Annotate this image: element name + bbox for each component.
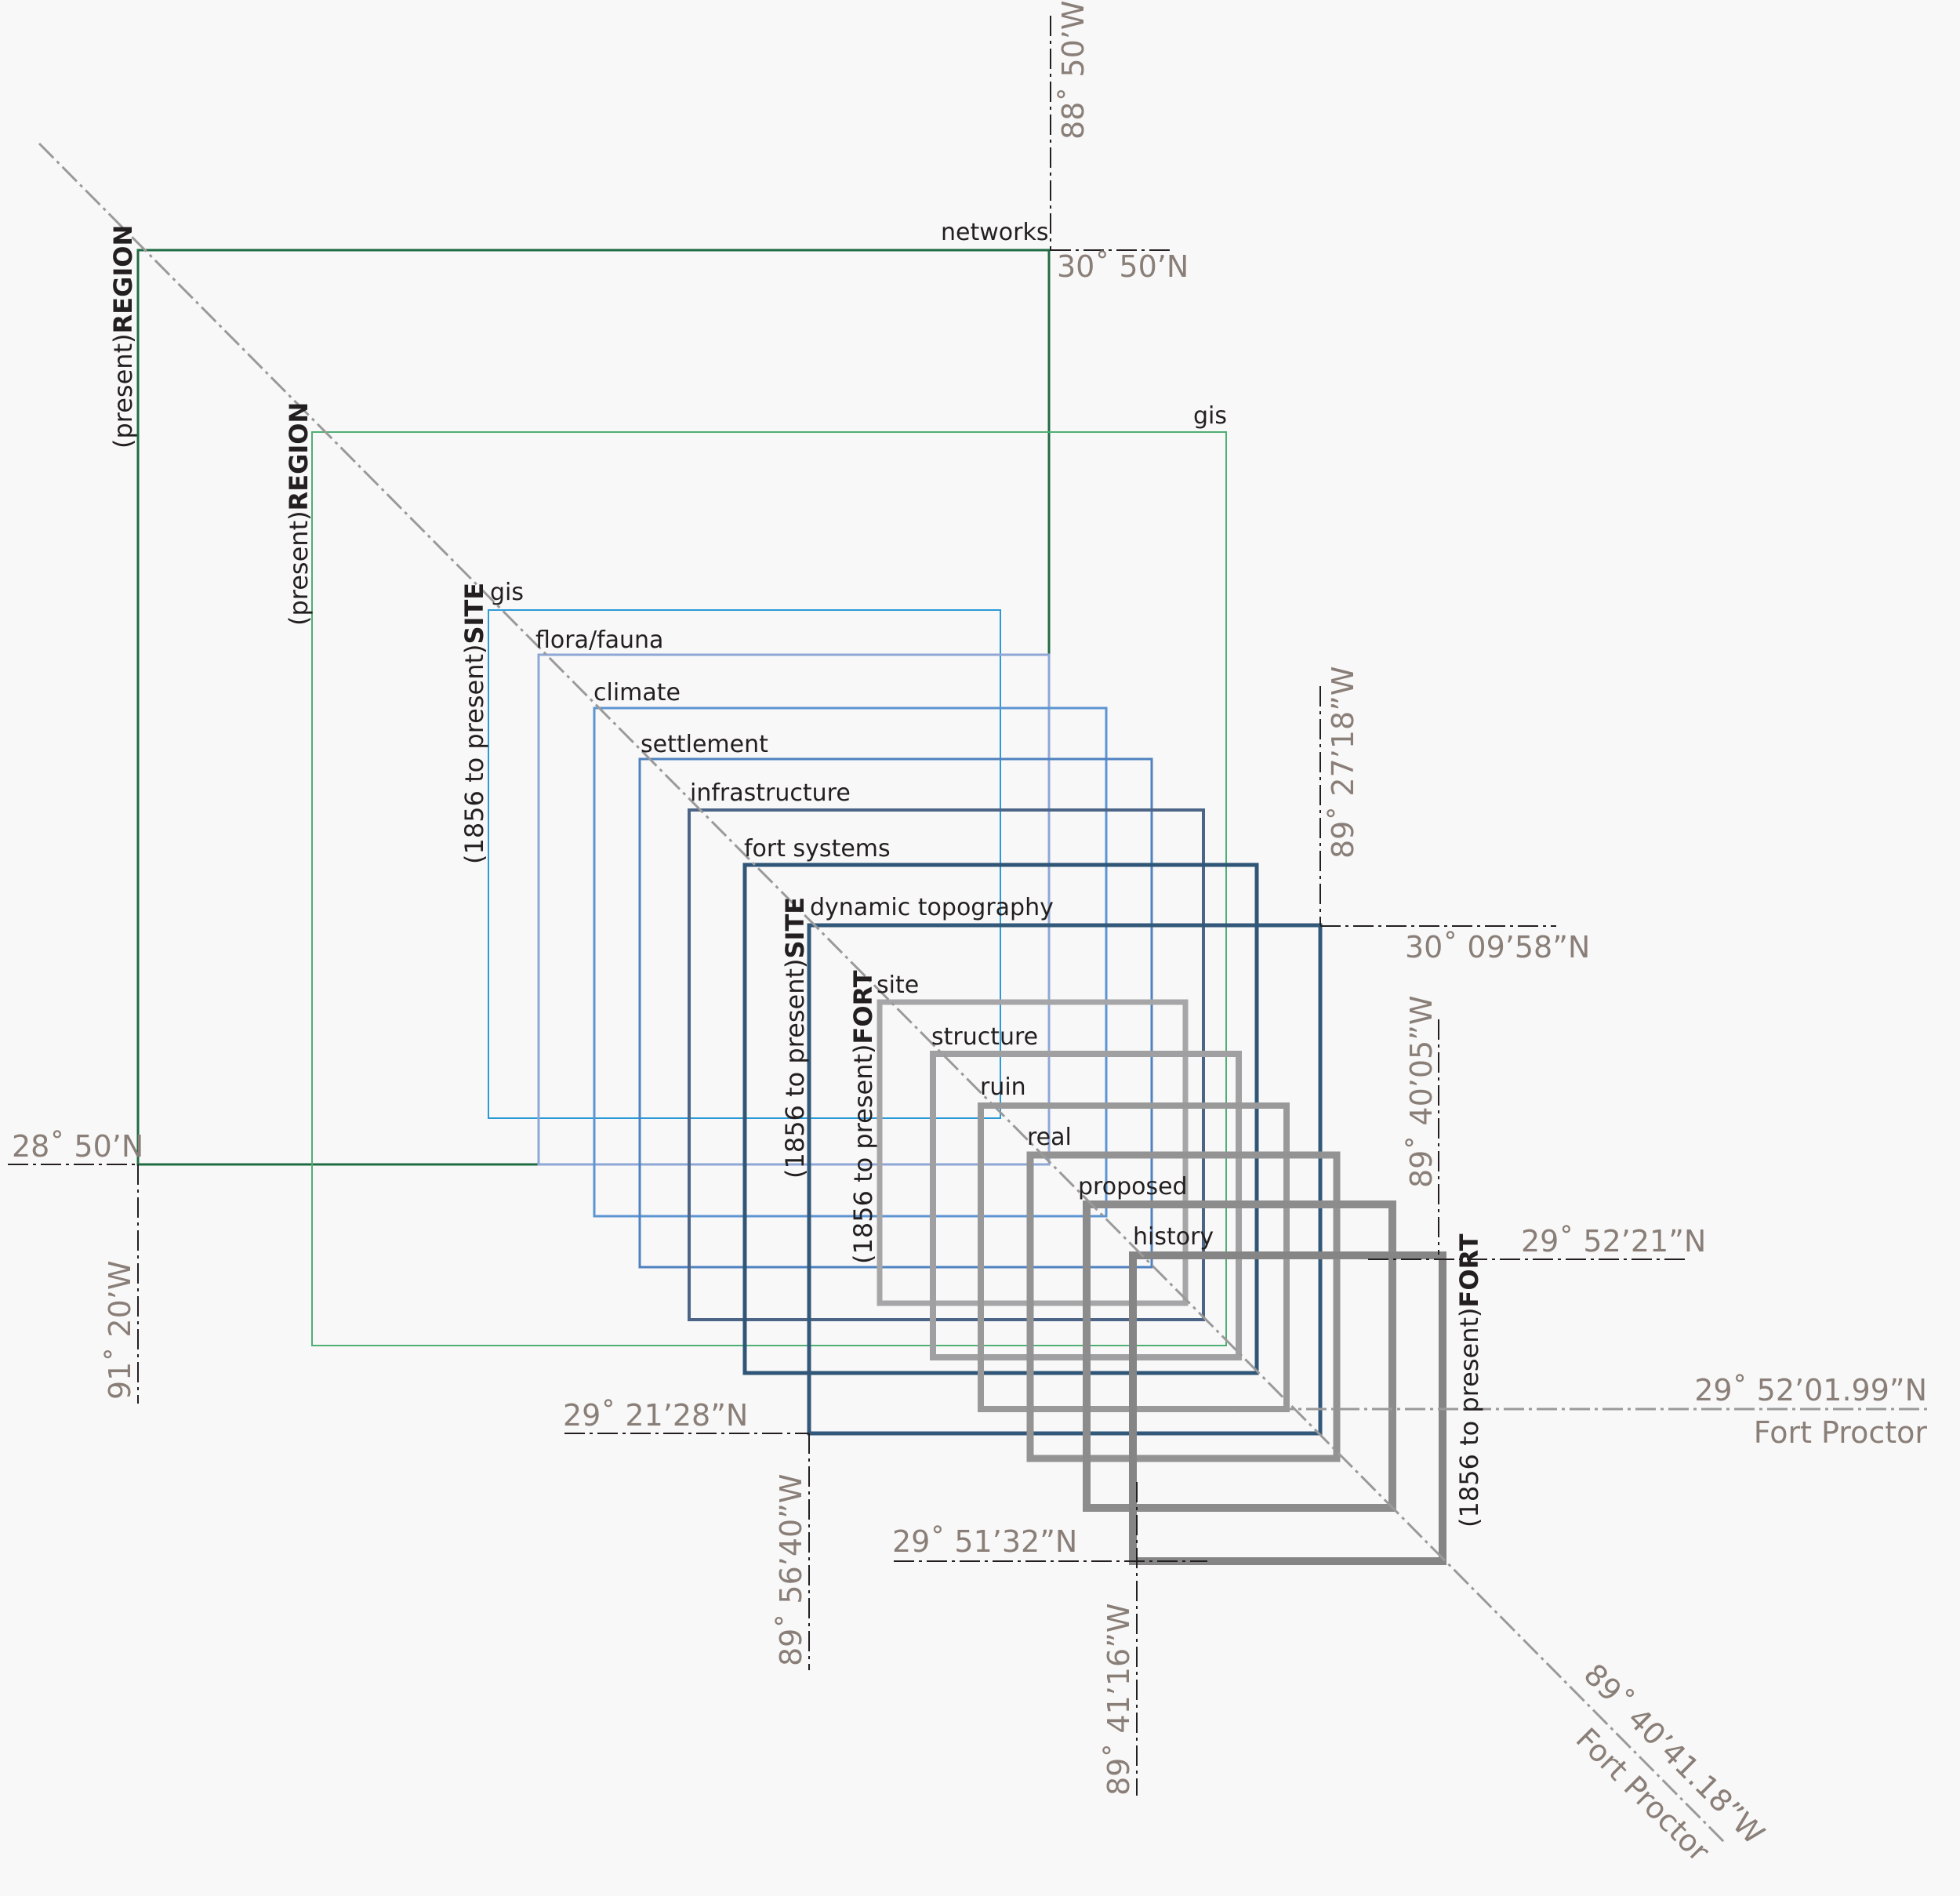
layer-label: gis xyxy=(490,579,524,606)
frame-real xyxy=(1026,1151,1341,1462)
coord-lon-89-41-16: 89˚ 41’16”W xyxy=(1102,1604,1136,1796)
coord-lon-88-50: 88˚ 50’W xyxy=(1056,1,1091,140)
frame-proposed xyxy=(1083,1200,1396,1512)
scale-label-site: (1856 to present)SITE xyxy=(459,583,489,864)
layer-label: proposed xyxy=(1078,1173,1188,1200)
frame-gis-region xyxy=(311,431,1227,1346)
layer-frames xyxy=(136,249,1446,1565)
frame-infrastructure xyxy=(688,808,1205,1321)
scale-labels: (present)REGION (present)REGION (1856 to… xyxy=(108,225,1484,1527)
diagonal-axis xyxy=(38,142,1726,1844)
layer-label: site xyxy=(877,972,919,999)
scale-label-fort: (1856 to present)FORT xyxy=(1454,1233,1484,1527)
scale-label-region: (present)REGION xyxy=(108,225,138,449)
guide-lines xyxy=(8,16,1929,1844)
layer-label: flora/fauna xyxy=(535,627,663,654)
coordinate-labels: 88˚ 50’W 30˚ 50’N 28˚ 50’N 91˚ 20’W 89˚ … xyxy=(12,1,1927,1869)
layer-label: infrastructure xyxy=(690,779,851,807)
layer-label: dynamic topography xyxy=(810,894,1054,921)
layer-label: real xyxy=(1027,1124,1072,1151)
coord-lon-91-20: 91˚ 20’W xyxy=(103,1261,137,1400)
layer-label: gis xyxy=(1193,402,1227,430)
coord-lat-29-52-21: 29˚ 52’21”N xyxy=(1521,1224,1706,1259)
scale-label-region: (present)REGION xyxy=(284,402,314,626)
scale-label-fort: (1856 to present)FORT xyxy=(848,970,878,1264)
coord-lat-29-52-01: 29˚ 52’01.99”N xyxy=(1694,1373,1927,1407)
layer-label: settlement xyxy=(641,731,768,758)
coord-lat-28-50: 28˚ 50’N xyxy=(12,1129,143,1164)
layer-labels: networks gis gis flora/fauna climate set… xyxy=(490,219,1227,1251)
frame-dynamic-topography xyxy=(807,923,1323,1436)
coord-lon-89-40-05: 89˚ 40’05”W xyxy=(1404,996,1439,1188)
coord-lat-29-21-28: 29˚ 21’28”N xyxy=(563,1398,748,1433)
coord-lon-89-27-18: 89˚ 27’18”W xyxy=(1326,667,1360,859)
layer-label: fort systems xyxy=(744,835,891,863)
layer-label: climate xyxy=(593,679,681,706)
frame-climate xyxy=(593,706,1108,1218)
coord-place: Fort Proctor xyxy=(1754,1415,1928,1450)
frame-settlement xyxy=(638,757,1153,1269)
coord-lat-30-09-58: 30˚ 09’58”N xyxy=(1405,930,1590,964)
coord-lat-30-50: 30˚ 50’N xyxy=(1057,249,1189,284)
layer-label: history xyxy=(1133,1223,1214,1251)
layer-label: structure xyxy=(931,1023,1038,1051)
frame-flora-fauna xyxy=(537,653,1051,1166)
frame-fort-systems xyxy=(742,863,1259,1375)
layer-label: ruin xyxy=(980,1073,1026,1101)
coord-lon-89-56-40: 89˚ 56’40”W xyxy=(774,1474,808,1666)
scale-label-site: (1856 to present)SITE xyxy=(780,897,810,1179)
coord-lat-29-51-32: 29˚ 51’32”N xyxy=(892,1524,1077,1559)
layer-label: networks xyxy=(941,219,1048,246)
